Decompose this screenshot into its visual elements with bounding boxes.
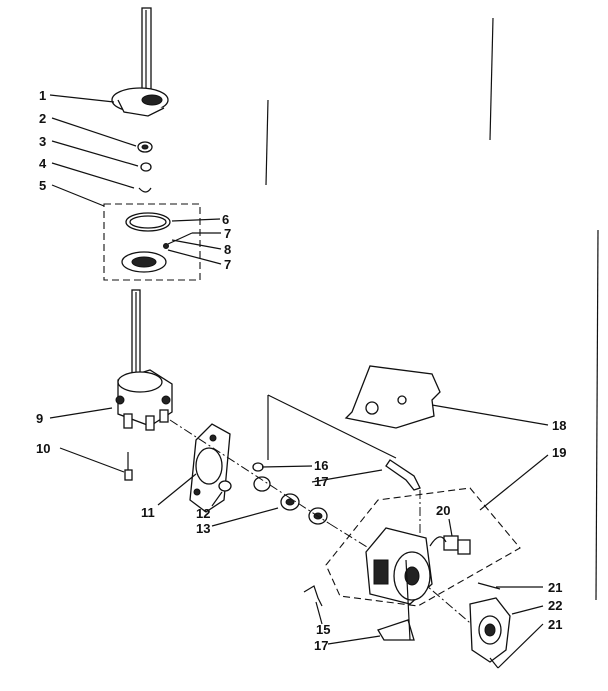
part-12-nut	[218, 480, 232, 492]
part-3-washer	[140, 162, 152, 172]
part-2-nut	[137, 141, 153, 153]
callout-3: 3	[39, 134, 46, 149]
callout-13: 13	[196, 521, 210, 536]
part-19-motor-group	[325, 487, 521, 607]
callout-7a: 7	[224, 226, 231, 241]
callout-18: 18	[552, 418, 566, 433]
part-15-clip	[303, 585, 323, 607]
part-17-strap	[377, 559, 415, 641]
callout-16: 16	[314, 458, 328, 473]
callout-21a: 21	[548, 580, 562, 595]
callout-7b: 7	[224, 257, 231, 272]
part-4-clip	[138, 187, 152, 193]
callout-labels: 1 2 3 4 5 6 7 8 7 9 10 11 12 13 16 17 18…	[36, 88, 566, 653]
part-10-bolt	[124, 452, 133, 481]
leader-lines	[49, 94, 549, 669]
callout-21b: 21	[548, 617, 562, 632]
callout-6: 6	[222, 212, 229, 227]
callout-22: 22	[548, 598, 562, 613]
part-21-clips	[477, 582, 501, 669]
callout-9: 9	[36, 411, 43, 426]
part-18-gasket	[344, 365, 441, 429]
callout-10: 10	[36, 441, 50, 456]
callout-2: 2	[39, 111, 46, 126]
callout-15: 15	[316, 622, 330, 637]
part-5-clutch-group	[103, 203, 201, 281]
part-22-bracket	[469, 597, 511, 663]
callout-19: 19	[552, 445, 566, 460]
callout-20: 20	[436, 503, 450, 518]
part-16-washer	[252, 462, 264, 472]
scan-marks	[265, 17, 599, 601]
callout-4: 4	[39, 156, 47, 171]
callout-17b: 17	[314, 638, 328, 653]
part-9-gearcase	[115, 289, 173, 431]
callout-11: 11	[141, 505, 155, 520]
part-1-shaft-cam	[111, 7, 169, 117]
callout-12: 12	[196, 506, 210, 521]
part-11-plate	[189, 423, 231, 513]
callout-5: 5	[39, 178, 46, 193]
callout-17a: 17	[314, 474, 328, 489]
callout-8: 8	[224, 242, 231, 257]
part-17-rod	[267, 394, 421, 491]
callout-1: 1	[39, 88, 46, 103]
